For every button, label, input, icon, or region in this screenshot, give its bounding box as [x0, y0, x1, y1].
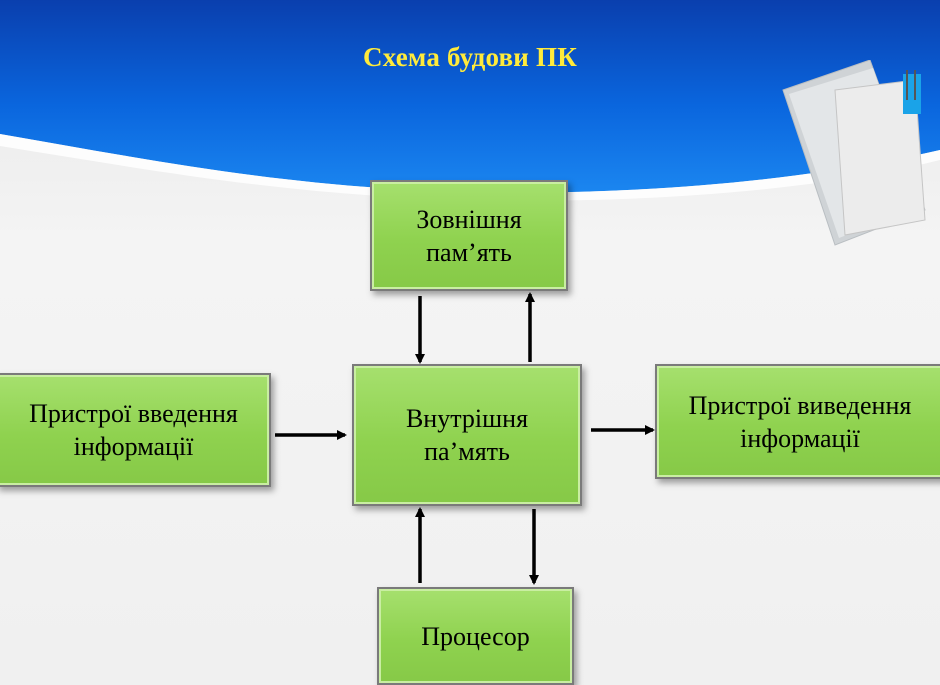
node-external-memory-line2: пам’ять: [426, 237, 512, 267]
node-output-devices-line1: Пристрої виведення: [688, 390, 912, 420]
node-external-memory: Зовнішня пам’ять: [370, 180, 568, 291]
node-output-devices-line2: інформації: [740, 423, 860, 453]
node-internal-memory-line1: Внутрішня: [405, 404, 529, 433]
node-input-devices-line2: інформації: [73, 432, 194, 461]
node-processor: Процесор: [377, 587, 574, 685]
node-output-devices: Пристрої виведення інформації: [655, 364, 940, 479]
node-external-memory-line1: Зовнішня: [416, 204, 522, 234]
node-processor-label: Процесор: [421, 621, 530, 651]
node-input-devices-line1: Пристрої введення: [29, 399, 238, 428]
node-internal-memory: Внутрішня па’мять: [352, 364, 582, 506]
notebook-paper-icon: [782, 60, 926, 246]
node-input-devices: Пристрої введення інформації: [0, 373, 271, 487]
node-internal-memory-line2: па’мять: [424, 437, 510, 466]
slide-title: Схема будови ПК: [363, 42, 577, 72]
